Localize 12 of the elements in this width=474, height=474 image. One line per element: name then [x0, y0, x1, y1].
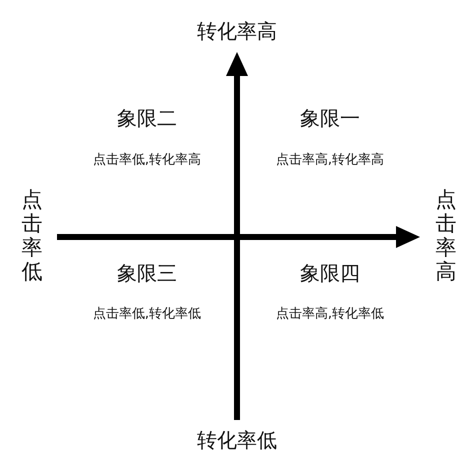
quadrant-title: 象限一: [300, 108, 360, 128]
axis-label: 转化率低: [197, 430, 277, 450]
axis-label: 点击率低: [22, 188, 42, 284]
axis-label: 转化率高: [197, 21, 277, 41]
quadrant-title: 象限二: [117, 108, 177, 128]
quadrant-title: 象限四: [300, 263, 360, 283]
quadrant-description: 点击率高,转化率低: [276, 308, 384, 320]
quadrant-title: 象限三: [117, 263, 177, 283]
quadrant-description: 点击率低,转化率低: [92, 308, 202, 320]
quadrant-description: 点击率低,转化率高: [92, 154, 202, 166]
axis-label: 点击率高: [436, 188, 456, 284]
quadrant-description: 点击率高,转化率高: [276, 154, 384, 166]
